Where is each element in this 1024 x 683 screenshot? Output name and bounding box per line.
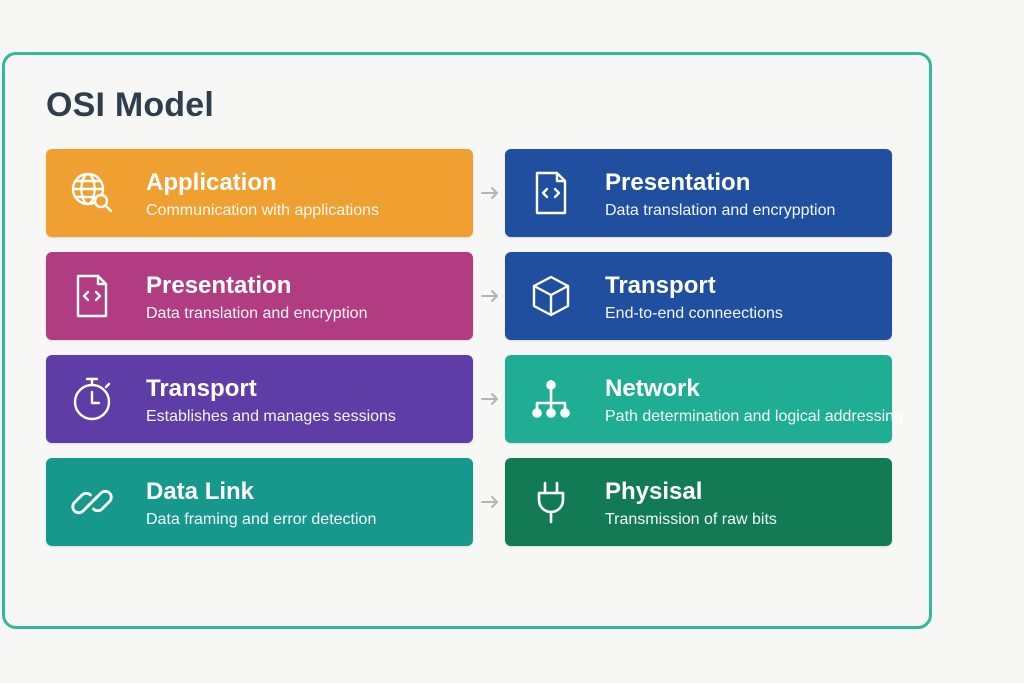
layer-card-application: Application Communication with applicati… (46, 149, 473, 237)
layer-label: Physisal (605, 478, 703, 505)
layer-label: Transport (146, 375, 257, 402)
layer-description: Transmission of raw bits (605, 511, 777, 528)
layer-label: Presentation (605, 169, 751, 196)
stopwatch-icon (68, 375, 116, 423)
code-file-icon (527, 169, 575, 217)
code-file-icon (68, 272, 116, 320)
layer-description: End-to-end conneections (605, 305, 783, 322)
arrow-right-icon (480, 392, 500, 406)
arrow-right-icon (480, 495, 500, 509)
arrow-right-icon (480, 289, 500, 303)
layer-card-presentation-right: Presentation Data translation and encryp… (505, 149, 892, 237)
layer-card-presentation-left: Presentation Data translation and encryp… (46, 252, 473, 340)
layer-description: Path determination and logical addressin… (605, 408, 903, 425)
layer-description: Communication with applications (146, 202, 379, 219)
layer-card-transport-left: Transport Establishes and manages sessio… (46, 355, 473, 443)
diagram-title: OSI Model (46, 86, 215, 124)
layer-card-network: Network Path determination and logical a… (505, 355, 903, 443)
cube-icon (527, 272, 575, 320)
network-tree-icon (527, 375, 575, 423)
layer-label: Presentation (146, 272, 292, 299)
layer-card-transport-right: Transport End-to-end conneections (505, 252, 892, 340)
globe-search-icon (68, 169, 116, 217)
layer-description: Data translation and encryption (146, 305, 368, 322)
layer-description: Data framing and error detection (146, 511, 377, 528)
plug-icon (527, 478, 575, 526)
chain-link-icon (68, 478, 116, 526)
layer-description: Establishes and manages sessions (146, 408, 396, 425)
layer-label: Application (146, 169, 277, 196)
layer-description: Data translation and encrypption (605, 202, 836, 219)
arrow-right-icon (480, 186, 500, 200)
layer-card-data-link: Data Link Data framing and error detecti… (46, 458, 473, 546)
layer-label: Data Link (146, 478, 255, 505)
layer-card-physical: Physisal Transmission of raw bits (505, 458, 892, 546)
layer-label: Network (605, 375, 700, 402)
layer-label: Transport (605, 272, 716, 299)
